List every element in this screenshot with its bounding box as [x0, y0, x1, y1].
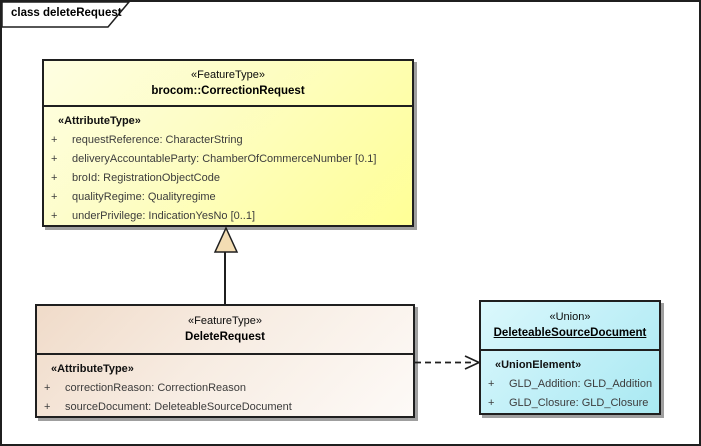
generalization-connector[interactable] — [224, 251, 226, 305]
attribute-text: requestReference: CharacterString — [72, 134, 243, 146]
visibility-marker: + — [51, 210, 58, 222]
frame-tab-shape-icon — [2, 2, 130, 28]
class-name: DeleteRequest — [185, 331, 265, 343]
attributes-compartment: «UnionElement» + GLD_Addition: GLD_Addit… — [481, 351, 659, 413]
attribute-stereotype-label: «AttributeType» — [51, 363, 134, 375]
class-deleteable-source-document-header[interactable]: «Union» DeleteableSourceDocument — [481, 302, 659, 351]
attribute-row[interactable]: + broId: RegistrationObjectCode — [44, 169, 412, 188]
attribute-text: correctionReason: CorrectionReason — [65, 382, 246, 394]
visibility-marker: + — [488, 397, 495, 409]
attribute-row[interactable]: + qualityRegime: Qualityregime — [44, 188, 412, 207]
class-delete-request[interactable]: «FeatureType» DeleteRequest «AttributeTy… — [35, 304, 415, 418]
class-deleteable-source-document[interactable]: «Union» DeleteableSourceDocument «UnionE… — [479, 300, 661, 415]
visibility-marker: + — [51, 134, 58, 146]
attribute-stereotype-label: «AttributeType» — [58, 115, 141, 127]
attributes-compartment: «AttributeType» + requestReference: Char… — [44, 107, 412, 226]
visibility-marker: + — [488, 378, 495, 390]
stereotype-label: «FeatureType» — [188, 315, 262, 327]
diagram-frame-tab: class deleteRequest — [2, 2, 130, 28]
attribute-stereotype-label: «UnionElement» — [495, 359, 582, 371]
attribute-row[interactable]: + underPrivilege: IndicationYesNo [0..1] — [44, 207, 412, 226]
visibility-marker: + — [51, 191, 58, 203]
dependency-connector[interactable] — [415, 354, 481, 371]
visibility-marker: + — [51, 172, 58, 184]
attribute-row[interactable]: + GLD_Addition: GLD_Addition — [481, 375, 659, 394]
attribute-text: GLD_Addition: GLD_Addition — [509, 378, 653, 390]
attribute-row[interactable]: + deliveryAccountableParty: ChamberOfCom… — [44, 150, 412, 169]
attribute-text: broId: RegistrationObjectCode — [72, 172, 220, 184]
class-correction-request[interactable]: «FeatureType» brocom::CorrectionRequest … — [42, 59, 414, 227]
class-correction-request-header[interactable]: «FeatureType» brocom::CorrectionRequest — [44, 61, 412, 107]
stereotype-label: «Union» — [549, 311, 591, 323]
attribute-row[interactable]: + sourceDocument: DeleteableSourceDocume… — [37, 398, 413, 417]
attribute-text: underPrivilege: IndicationYesNo [0..1] — [72, 210, 256, 222]
attributes-compartment: «AttributeType» + correctionReason: Corr… — [37, 355, 413, 417]
generalization-arrowhead-icon[interactable] — [213, 227, 239, 254]
class-name: brocom::CorrectionRequest — [151, 84, 305, 97]
attribute-text: sourceDocument: DeleteableSourceDocument — [65, 401, 292, 413]
attribute-row[interactable]: + GLD_Closure: GLD_Closure — [481, 394, 659, 413]
visibility-marker: + — [44, 382, 51, 394]
class-delete-request-header[interactable]: «FeatureType» DeleteRequest — [37, 306, 413, 355]
attribute-text: deliveryAccountableParty: ChamberOfComme… — [72, 153, 377, 165]
attribute-text: GLD_Closure: GLD_Closure — [509, 397, 649, 409]
visibility-marker: + — [44, 401, 51, 413]
attribute-row[interactable]: + requestReference: CharacterString — [44, 131, 412, 150]
visibility-marker: + — [51, 153, 58, 165]
stereotype-label: «FeatureType» — [191, 68, 265, 81]
diagram-title: class deleteRequest — [11, 7, 122, 19]
class-name: DeleteableSourceDocument — [493, 327, 647, 339]
attribute-text: qualityRegime: Qualityregime — [72, 191, 216, 203]
attribute-row[interactable]: + correctionReason: CorrectionReason — [37, 379, 413, 398]
